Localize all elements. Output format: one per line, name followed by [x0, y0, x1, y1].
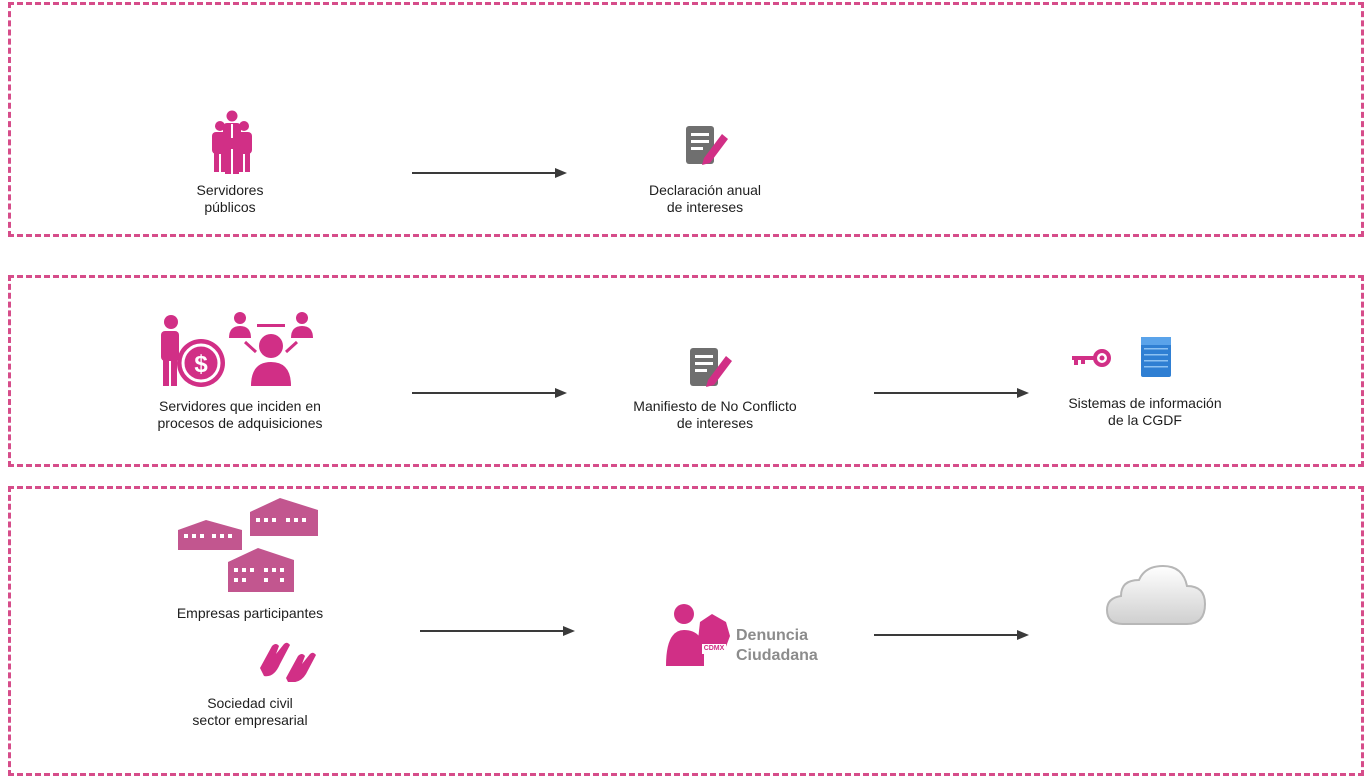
sistemas-informacion-label: Sistemas de información de la CGDF [1068, 395, 1222, 428]
svg-text:$: $ [194, 351, 208, 378]
arrow-row2-second [874, 388, 1029, 398]
key-icon [1072, 349, 1111, 367]
denuncia-ciudadana-label: Denuncia Ciudadana [736, 627, 818, 664]
group-of-people-icon [212, 110, 252, 174]
citizen-complaint-icon: CDMX [664, 600, 734, 670]
cloud-icon [1105, 564, 1207, 625]
panel-no-conflict-manifest [8, 275, 1364, 467]
arrow-row2-first [412, 388, 567, 398]
arrow-row3-second [874, 630, 1029, 640]
hands-icon [260, 642, 316, 682]
sociedad-civil-label: Sociedad civil sector empresarial [192, 695, 308, 728]
document-edit-icon [690, 348, 732, 387]
servidores-publicos-label: Servidores públicos [196, 182, 264, 215]
empresas-participantes-label: Empresas participantes [176, 605, 324, 621]
arrow-row3-first [420, 626, 575, 636]
manifiesto-label: Manifiesto de No Conflicto de intereses [633, 398, 797, 431]
buildings-icon [178, 498, 318, 592]
database-icon [1141, 337, 1171, 377]
panel-annual-declaration [8, 2, 1364, 237]
servidores-adquisiciones-label: Servidores que inciden en procesos de ad… [157, 398, 323, 431]
arrow-row1 [412, 168, 567, 178]
declaracion-anual-label: Declaración anual de intereses [648, 182, 762, 215]
cdmx-stamp: CDMX [703, 645, 725, 652]
document-edit-icon [686, 126, 728, 165]
procurement-people-icon: $ [161, 312, 313, 387]
